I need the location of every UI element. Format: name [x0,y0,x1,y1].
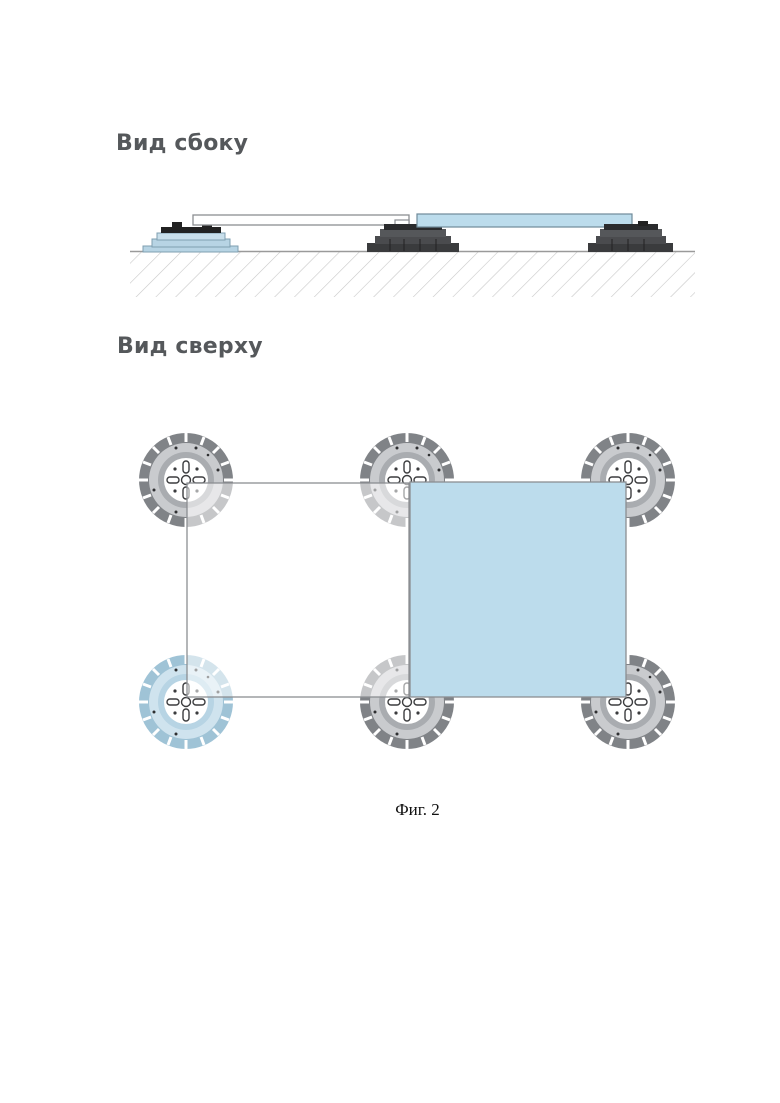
support-middle-side [367,224,459,252]
side-view-diagram [0,195,780,305]
support-left-side [143,222,238,252]
ground-hatching [130,252,695,297]
top-view-title: Вид сверху [117,334,263,359]
tile-blue-side [417,214,632,227]
tile-blue-top [410,482,626,697]
tile-white-top [187,483,409,697]
tile-white-side [193,215,409,225]
side-view-title: Вид сбоку [116,131,248,156]
figure-caption: Фиг. 2 [0,800,780,820]
top-view-diagram [0,420,780,760]
